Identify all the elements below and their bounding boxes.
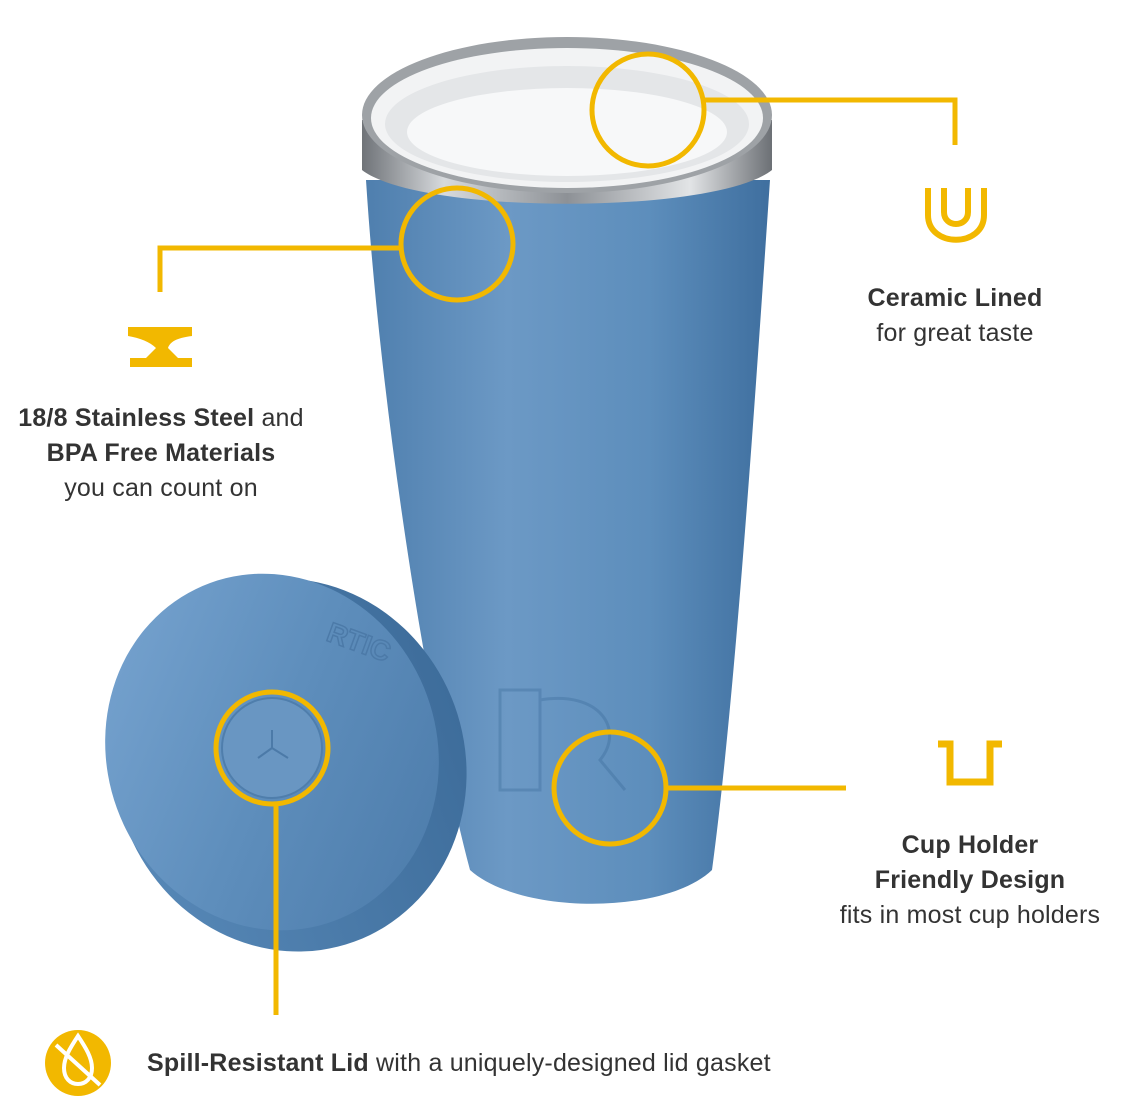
ceramic-lining-icon (925, 188, 987, 243)
tumbler (362, 37, 772, 904)
lid (105, 573, 467, 952)
tumbler-inner-base (407, 88, 727, 176)
steel-callout-line1-bold: 18/8 Stainless Steel (18, 404, 255, 432)
cupholder-callout-title-line2: Friendly Design (874, 866, 1066, 894)
tumbler-body (366, 180, 770, 904)
tumbler-logo-emboss (498, 688, 627, 792)
ceramic-callout-title: Ceramic Lined (867, 284, 1043, 312)
anvil-icon (128, 327, 192, 367)
ceramic-callout-circle (589, 51, 707, 169)
ceramic-leader-line (704, 97, 958, 145)
cupholder-callout-subtitle: fits in most cup holders (839, 901, 1101, 929)
steel-callout-line1-rest: and (254, 404, 304, 432)
steel-callout-text: 18/8 Stainless Steel and BPA Free Materi… (0, 401, 322, 506)
cupholder-callout-text: Cup Holder Friendly Design fits in most … (810, 828, 1124, 933)
steel-callout-line2-bold: BPA Free Materials (46, 439, 276, 467)
ceramic-callout-subtitle: for great taste (876, 319, 1034, 347)
ceramic-callout-text: Ceramic Lined for great taste (845, 281, 1065, 351)
cup-holder-icon (938, 740, 1002, 786)
callout-lines (157, 51, 958, 1015)
steel-leader-line (157, 245, 401, 292)
spill-drop-icon (45, 1030, 111, 1096)
steel-callout-line3: you can count on (64, 474, 258, 502)
lid-callout-bold: Spill-Resistant Lid (147, 1049, 369, 1077)
steel-callout-circle (398, 185, 516, 303)
lid-button-mark (257, 730, 289, 759)
cupholder-callout-title-line1: Cup Holder (901, 831, 1039, 859)
lid-callout-text: Spill-Resistant Lid with a uniquely-desi… (147, 1046, 907, 1081)
lid-callout-circle (213, 689, 331, 807)
lid-callout-rest: with a uniquely-designed lid gasket (368, 1049, 771, 1077)
